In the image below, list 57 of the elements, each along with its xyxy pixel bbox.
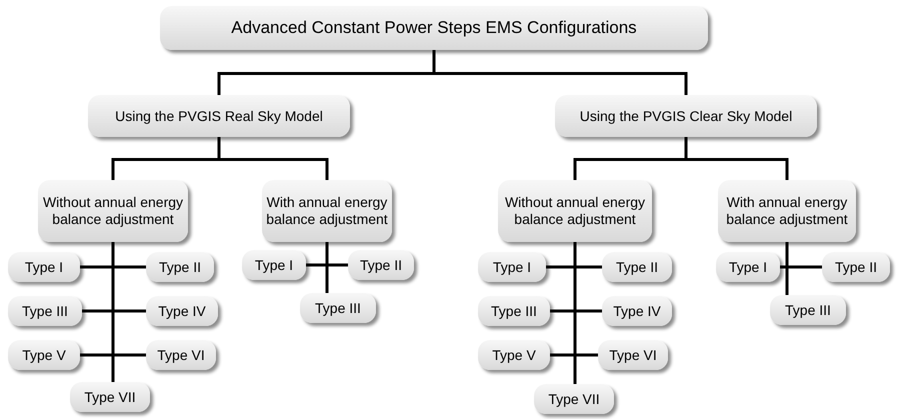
node-label: Using the PVGIS Real Sky Model [115, 106, 323, 126]
node-label: Type VI [157, 346, 205, 365]
rounded-box [348, 250, 414, 280]
rounded-box [478, 252, 546, 282]
rounded-box [70, 382, 150, 412]
node-label: Type I [492, 258, 532, 277]
node-label: Type III [22, 302, 68, 321]
node-label: Type V [22, 346, 66, 365]
node-label: Type IV [158, 302, 206, 321]
rounded-box [478, 340, 550, 370]
rounded-box [300, 293, 376, 323]
node-label: With annual energy balance adjustment [725, 194, 849, 228]
rounded-box [534, 384, 614, 414]
node-label: Type II [616, 258, 658, 277]
rounded-box [555, 95, 817, 137]
rounded-box [146, 340, 216, 370]
rounded-box [716, 252, 780, 282]
node-label: Type II [360, 256, 402, 275]
rounded-box [262, 180, 392, 242]
rounded-box [598, 340, 668, 370]
node-label: Type I [24, 258, 64, 277]
rounded-box [602, 296, 672, 326]
rounded-box [770, 295, 846, 325]
node-label: Type II [834, 258, 878, 277]
node-label: Type III [491, 302, 537, 321]
node-label: With annual energy balance adjustment [266, 194, 388, 228]
rounded-box [38, 180, 188, 242]
node-label: Type II [158, 258, 202, 277]
node-label: Type VII [548, 390, 600, 409]
rounded-box [8, 252, 80, 282]
rounded-box [242, 250, 306, 280]
rounded-box [822, 252, 890, 282]
rounded-box [8, 296, 82, 326]
rounded-box [8, 340, 80, 370]
rounded-box [146, 252, 214, 282]
rounded-box [160, 6, 708, 50]
connector-line [684, 137, 788, 180]
connector-line [432, 50, 688, 95]
node-label: Using the PVGIS Clear Sky Model [580, 106, 792, 126]
node-label: Type VII [84, 388, 136, 407]
node-label: Type I [254, 256, 294, 275]
rounded-box [88, 95, 350, 137]
node-label: Type IV [613, 302, 661, 321]
node-label: Type VI [609, 346, 657, 365]
node-label: Type III [785, 300, 831, 320]
node-label: Without annual energy balance adjustment [504, 194, 646, 228]
rounded-box [498, 180, 652, 242]
connector-line [218, 137, 328, 180]
rounded-box [478, 296, 550, 326]
node-label: Without annual energy balance adjustment [42, 194, 184, 228]
rounded-box [602, 252, 672, 282]
node-label: Type I [728, 258, 768, 277]
rounded-box [718, 180, 856, 242]
rounded-box [146, 296, 218, 326]
node-label: Type V [492, 346, 536, 365]
node-label: Advanced Constant Power Steps EMS Configurations [231, 17, 637, 40]
node-label: Type III [315, 298, 361, 318]
